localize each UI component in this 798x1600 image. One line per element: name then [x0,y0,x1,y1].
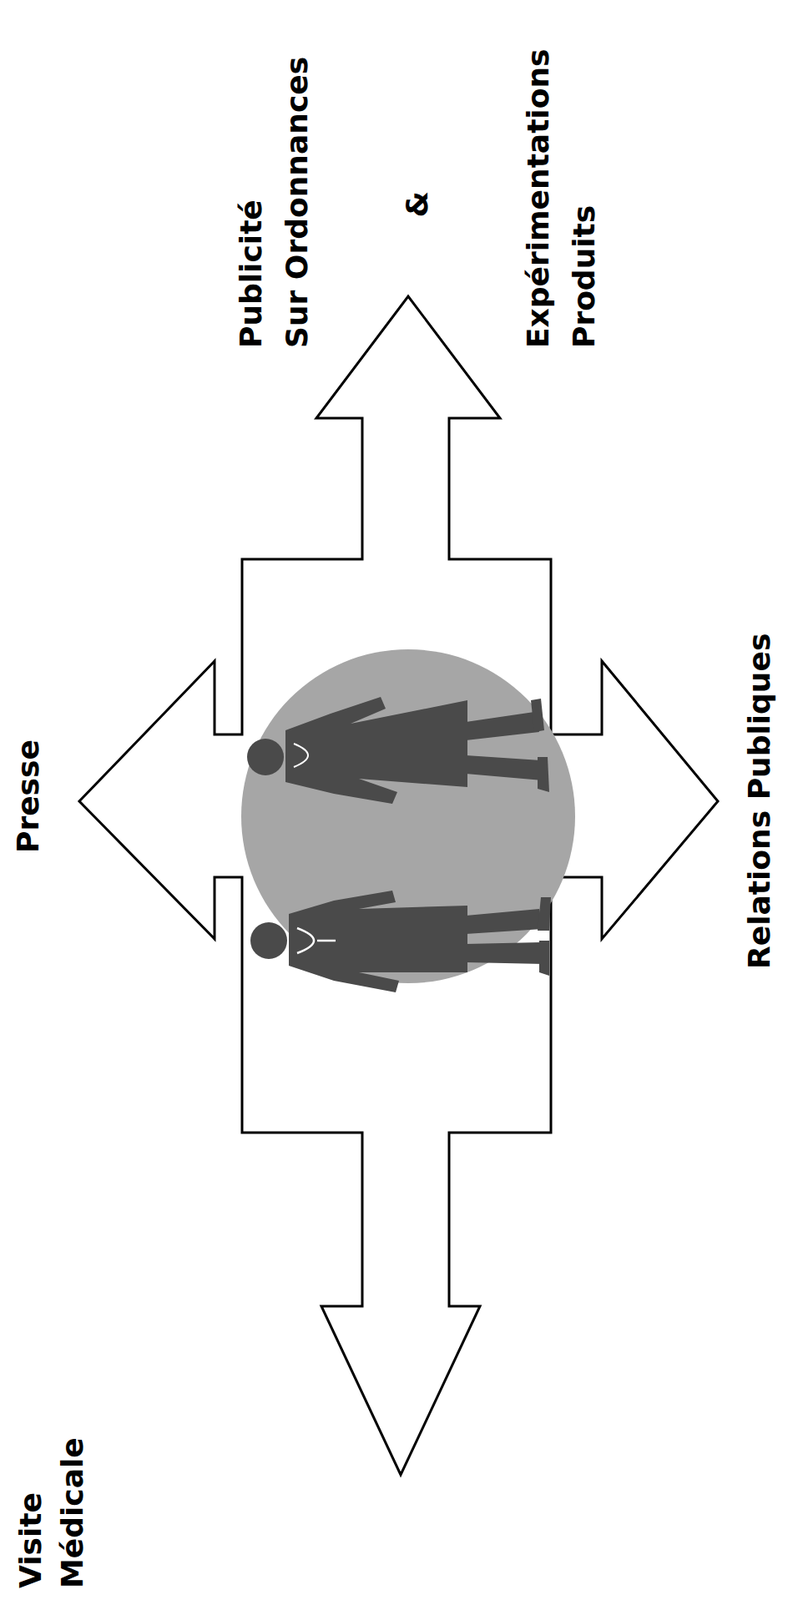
press-label: Presse [10,739,47,854]
label-line: Visite [13,1492,48,1589]
ampersand-label: & [399,191,436,218]
four-arrow-cross [79,296,718,1475]
label-line: Sur Ordonnances [279,56,314,349]
label-line: Médicale [55,1437,90,1589]
label-line: Produits [566,205,602,349]
doctor-figure [250,890,551,993]
doctor-figure [247,696,550,804]
label-line: Publicité [233,199,268,349]
advertising-label: Publicité Sur Ordonnances [227,56,320,349]
label-line: Expérimentations [520,49,556,349]
medical-visit-label: Visite Médicale [10,1437,94,1589]
trials-label: Expérimentations Produits [515,49,607,349]
public-relations-label: Relations Publiques [741,633,778,970]
